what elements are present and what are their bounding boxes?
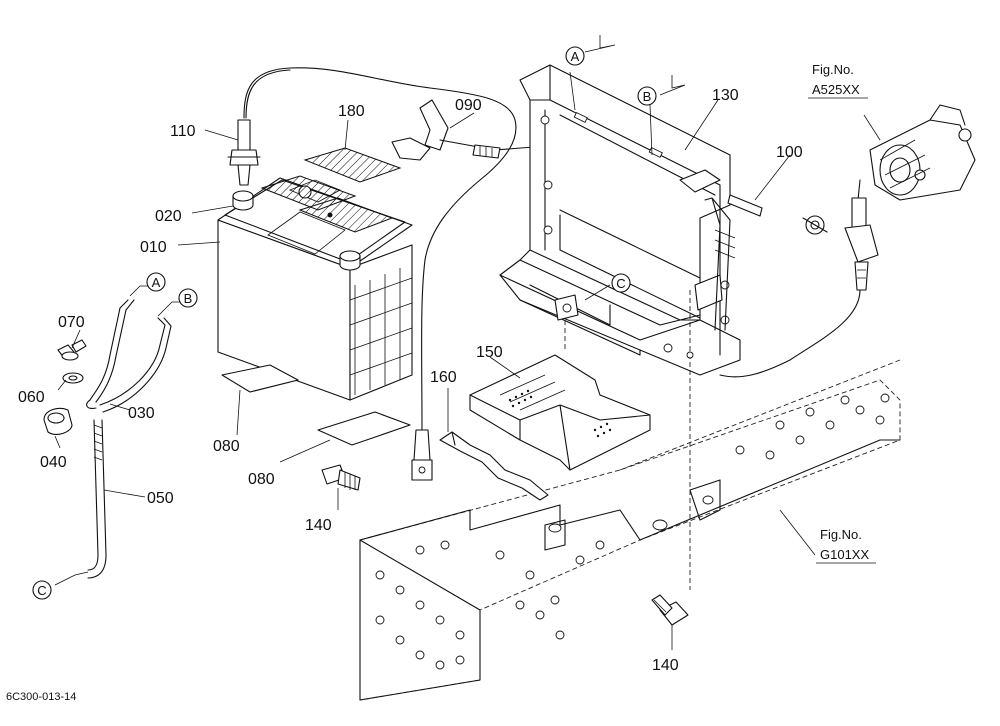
figure-ref-frame-code: G101XX [820, 547, 869, 562]
part-label-080-upper: 080 [213, 438, 240, 455]
part-labels: 110 180 090 130 100 020 010 070 060 030 … [18, 87, 803, 674]
connector-flags [54, 35, 686, 586]
washer-060 [62, 372, 84, 384]
leader-lines [54, 71, 881, 650]
figure-ref-frame: Fig.No. G101XX [816, 527, 876, 564]
part-label-060: 060 [18, 389, 45, 406]
figure-ref-starter-code: A525XX [812, 82, 860, 97]
part-label-070: 070 [58, 314, 85, 331]
part-label-040: 040 [40, 454, 67, 471]
part-label-140-right: 140 [652, 657, 679, 674]
battery-grid-lines [349, 268, 413, 395]
connector-c-tray-label: C [616, 276, 625, 291]
connector-b-top: B [637, 86, 657, 106]
part-label-020: 020 [155, 208, 182, 225]
clamp-040 [43, 407, 73, 435]
positive-cable-110 [227, 67, 517, 481]
battery [217, 177, 413, 401]
negative-cable-090 [391, 99, 561, 161]
frame-holes [375, 393, 890, 670]
figure-ref-frame-prefix: Fig.No. [820, 527, 862, 542]
part-label-100: 100 [776, 144, 803, 161]
connector-a-top: A [565, 46, 585, 66]
starter-motor [719, 104, 976, 378]
rod-100 [704, 194, 763, 331]
connector-b-top-label: B [643, 89, 652, 104]
bolt-140-right [651, 594, 689, 626]
connector-a-hose: A [146, 272, 166, 292]
terminal-cover-180 [260, 147, 402, 233]
part-label-080-lower: 080 [248, 471, 275, 488]
part-label-050: 050 [147, 490, 174, 507]
battery-bracket-130 [499, 64, 741, 590]
connector-b-hose: B [178, 288, 198, 308]
connector-a-hose-label: A [152, 275, 161, 290]
connector-c-bottom-label: C [37, 583, 46, 598]
bolt-140-left [321, 464, 361, 491]
part-label-130: 130 [712, 87, 739, 104]
diagram-code: 6C300-013-14 [6, 691, 76, 703]
negative-terminal [339, 250, 361, 271]
part-label-150: 150 [476, 344, 503, 361]
part-label-110: 110 [170, 123, 196, 140]
connector-c-tray: C [611, 273, 631, 293]
part-label-090: 090 [455, 97, 482, 114]
part-label-180: 180 [338, 103, 365, 120]
part-label-160: 160 [430, 369, 457, 386]
drain-tube-050 [87, 419, 107, 579]
part-label-010: 010 [140, 239, 167, 256]
connector-c-bottom: C [32, 580, 52, 600]
figure-ref-starter-prefix: Fig.No. [812, 62, 854, 77]
rubber-strip-160 [439, 431, 549, 501]
wing-nut-070 [57, 339, 87, 361]
positive-terminal [232, 190, 254, 211]
connector-a-top-label: A [571, 49, 580, 64]
part-label-140-left: 140 [305, 517, 332, 534]
figure-ref-starter: Fig.No. A525XX [808, 62, 868, 99]
tray-texture [508, 389, 612, 438]
chassis-frame [359, 359, 901, 701]
part-label-030: 030 [128, 405, 155, 422]
connector-b-hose-label: B [184, 291, 193, 306]
battery-tray-150 [469, 354, 651, 471]
breather-hose-030 [86, 299, 172, 413]
pads-080 [221, 364, 411, 446]
